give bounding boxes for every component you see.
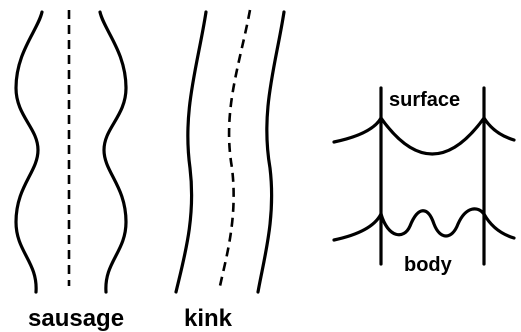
kink-axis [220, 10, 250, 286]
body-inner-wave [381, 209, 484, 236]
sausage-left-boundary [16, 12, 42, 292]
surface-outer-right-arc [484, 118, 514, 140]
body-label: body [404, 254, 453, 276]
sausage-label: sausage [28, 305, 124, 332]
kink-left-boundary [176, 12, 206, 292]
body-outer-left-arc [334, 214, 381, 240]
sausage-right-boundary [100, 12, 126, 292]
kink-panel: kink [176, 10, 284, 332]
sausage-panel: sausage [16, 10, 126, 332]
kink-label: kink [184, 305, 233, 332]
surface-inner-arc [381, 118, 484, 154]
kink-right-boundary [258, 12, 284, 292]
surface-label: surface [389, 89, 460, 111]
body-outer-right-arc [484, 214, 514, 238]
surface-outer-left-arc [334, 118, 381, 142]
surface-body-panel: surface body [334, 88, 514, 276]
